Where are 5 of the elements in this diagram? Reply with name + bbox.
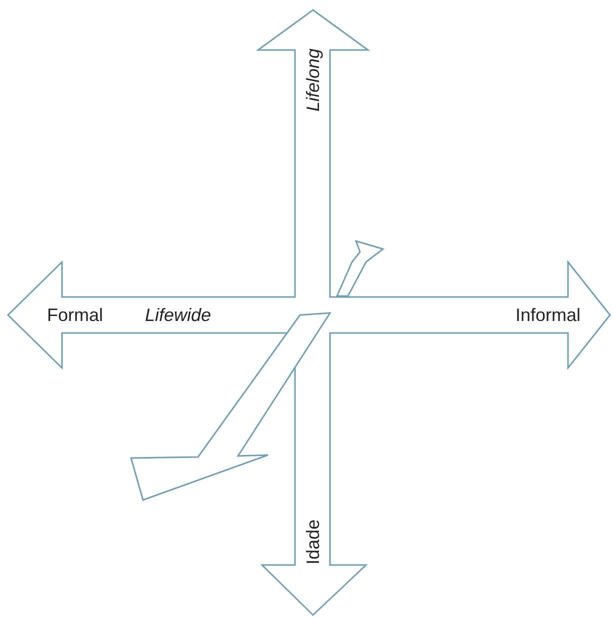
axis-label: Idade (304, 519, 322, 565)
axis-label: Informal (515, 306, 581, 324)
axis-label: Lifewide (144, 306, 212, 324)
axis-label: Lifelong (304, 48, 322, 112)
axis-label: Formal (47, 306, 103, 324)
